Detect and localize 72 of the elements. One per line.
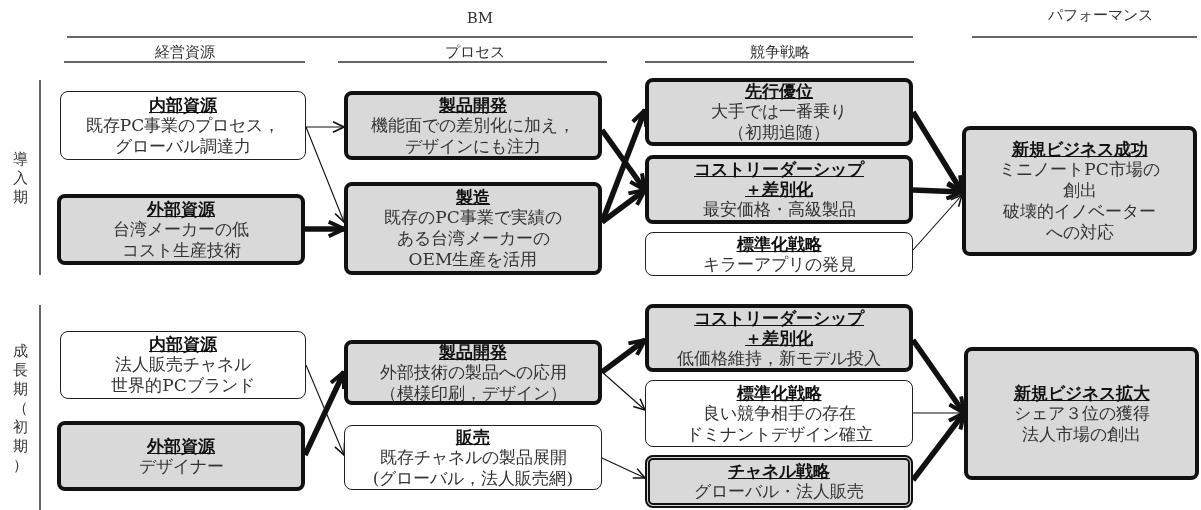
arrow <box>601 457 646 479</box>
double-border-box <box>645 455 913 508</box>
process-box <box>344 91 602 160</box>
box-text: 既存のPC事業で実績のある台湾メーカーのOEM生産を活用 <box>383 207 563 270</box>
box-heading: 外部資源 <box>147 198 215 219</box>
process-box <box>344 182 602 275</box>
box-text: 大手では一番乗り <box>711 101 847 122</box>
arrow <box>600 337 647 375</box>
process-box <box>344 340 602 405</box>
arrow <box>912 194 963 251</box>
box-heading: 標準化戦略 <box>736 382 822 403</box>
box-text: 法人販売チャネル <box>115 354 251 375</box>
arrow <box>601 371 646 411</box>
box-text: 世界的PCブランド <box>111 375 255 396</box>
arrow <box>305 364 346 456</box>
process-box <box>645 232 913 276</box>
process-box <box>344 425 602 490</box>
arrow <box>912 182 964 201</box>
box-text: 既存チャネルの製品展開 <box>379 446 567 468</box>
process-box <box>962 126 1197 256</box>
box-text: デザイナー <box>138 455 224 477</box>
box-heading: 製造 <box>456 187 490 207</box>
column-heading: 経営資源 <box>155 42 215 62</box>
process-box <box>645 380 913 447</box>
box-heading: 外部資源 <box>147 435 215 456</box>
box-text: 良い競争相手の存在 <box>702 402 856 424</box>
process-box <box>60 91 306 160</box>
box-text: （模様印刷，デザイン） <box>379 382 567 404</box>
arrow <box>305 219 346 239</box>
box-text: 低価格維持，新モデル投入 <box>677 347 881 369</box>
box-text: 最安価格・高級製品 <box>702 199 856 220</box>
arrow <box>600 187 647 225</box>
process-box <box>57 421 305 491</box>
box-heading: チャネル戦略 <box>728 461 830 481</box>
box-text: キラーアプリの発見 <box>702 253 856 275</box>
column-heading: パフォーマンス <box>1047 5 1153 25</box>
period-label: 成長期（初期） <box>12 341 28 475</box>
box-text: ドミナントデザイン確立 <box>685 423 873 445</box>
box-text: (グローバル，法人販売網) <box>372 467 574 489</box>
process-box <box>645 155 913 224</box>
column-heading: プロセス <box>445 42 505 62</box>
box-text: グローバル・法人販売 <box>694 481 864 502</box>
arrow <box>305 121 345 133</box>
process-box <box>60 331 306 399</box>
column-heading: BM <box>466 9 494 27</box>
box-heading: 内部資源 <box>149 94 217 115</box>
box-text: 法人市場の創出 <box>1022 423 1141 445</box>
box-heading: コストリーダーシップ＋差別化 <box>693 159 866 199</box>
box-heading: 内部資源 <box>149 334 217 354</box>
process-box <box>964 347 1199 480</box>
arrow <box>305 126 346 223</box>
box-heading: 製品開発 <box>439 94 507 115</box>
box-text: 外部技術の製品への応用 <box>379 361 567 383</box>
box-heading: 新規ビジネス拡大 <box>1013 382 1150 403</box>
process-box <box>57 194 305 265</box>
box-text: 機能面での差別化に加え，デザインにも注力 <box>370 114 576 157</box>
box-heading: 先行優位 <box>745 81 813 101</box>
process-box <box>645 78 913 146</box>
box-heading: 販売 <box>456 426 490 447</box>
box-text: シェア３位の獲得 <box>1013 402 1150 424</box>
box-text: 既存PC事業のプロセス，グローバル調達力 <box>84 114 282 157</box>
period-label: 導入期 <box>12 149 28 207</box>
box-heading: 製品開発 <box>439 341 507 362</box>
box-heading: 新規ビジネス成功 <box>1011 139 1148 159</box>
box-text: （初期追随） <box>728 122 830 143</box>
box-text: 破壊的イノベーターへの対応 <box>1002 201 1157 243</box>
box-heading: コストリーダーシップ＋差別化 <box>693 307 866 348</box>
box-text: ミニノートPC市場の創出 <box>999 159 1160 201</box>
process-box <box>645 304 913 372</box>
column-heading: 競争戦略 <box>750 42 810 62</box>
box-heading: 標準化戦略 <box>736 233 822 254</box>
box-text: 台湾メーカーの低コスト生産技術 <box>112 218 250 261</box>
